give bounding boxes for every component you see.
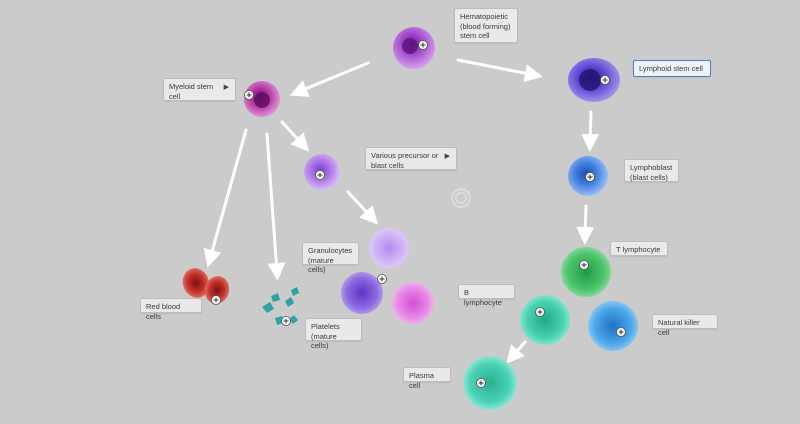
granulocyte-neutrophil[interactable] — [369, 228, 409, 268]
plus-icon-platelets — [281, 316, 291, 326]
granulocyte-basophil[interactable] — [392, 282, 434, 324]
plus-icon-natural-killer — [616, 327, 626, 337]
label-lymphoblast[interactable]: Lymphoblast (blast cells) — [624, 159, 679, 182]
arrow-hsc-to-lymphoid — [456, 58, 543, 83]
plus-markers[interactable] — [211, 40, 626, 388]
plus-icon-hsc — [418, 40, 428, 50]
plasma-cell[interactable] — [463, 356, 517, 410]
plus-icon-lymphoblast — [585, 172, 595, 182]
label-red-blood-cells[interactable]: Red blood cells — [140, 298, 202, 321]
expand-arrow-icon[interactable]: ▶ — [223, 84, 229, 91]
label-text: B lymphocyte — [464, 288, 502, 307]
label-text: Lymphoid stem cell — [639, 64, 703, 73]
arrow-hsc-to-myeloid — [289, 61, 370, 97]
label-text: Lymphoblast (blast cells) — [630, 163, 673, 182]
plus-icon-granulocytes — [377, 274, 387, 284]
arrow-lymphoid-to-lymphoblast — [581, 110, 600, 152]
hematopoietic-stem-cell[interactable] — [393, 27, 435, 69]
plus-icon-b-lymphocyte — [535, 307, 545, 317]
plus-icon-lymphoid — [600, 75, 610, 85]
natural-killer-cell[interactable] — [588, 301, 638, 351]
label-myeloid-stem-cell[interactable]: Myeloid stem cell ▶ — [163, 78, 236, 101]
arrow-myeloid-to-precursor — [280, 120, 310, 152]
label-granulocytes[interactable]: Granulocytes (mature cells) — [302, 242, 359, 274]
arrow-b-to-plasma — [506, 340, 527, 364]
watermark-logo — [451, 188, 471, 208]
myeloid-stem-cell[interactable] — [244, 81, 280, 117]
label-text: Natural killer cell — [658, 318, 700, 337]
label-text: Hematopoietic (blood forming) stem cell — [460, 12, 511, 40]
platelets-cluster[interactable] — [262, 287, 299, 325]
plus-icon-myeloid — [244, 90, 254, 100]
plus-icon-red-blood — [211, 295, 221, 305]
label-t-lymphocyte[interactable]: T lymphocyte — [610, 241, 668, 256]
label-text: Platelets (mature cells) — [311, 322, 340, 350]
t-lymphocyte-cell[interactable] — [561, 247, 611, 297]
label-lymphoid-stem-cell[interactable]: Lymphoid stem cell — [633, 60, 711, 77]
arrow-myeloid-to-platelets — [265, 132, 286, 281]
arrow-precursor-to-granulocytes — [346, 190, 379, 225]
label-text: Plasma cell — [409, 371, 435, 390]
plus-icon-precursor — [315, 170, 325, 180]
arrow-myeloid-to-rbc — [203, 128, 248, 268]
label-hematopoietic-stem-cell[interactable]: Hematopoietic (blood forming) stem cell — [454, 8, 518, 43]
label-text: Myeloid stem cell — [169, 82, 214, 101]
plus-icon-t-lymphocyte — [579, 260, 589, 270]
label-text: T lymphocyte — [616, 245, 661, 254]
label-b-lymphocyte[interactable]: B lymphocyte — [458, 284, 515, 307]
b-lymphocyte-cell[interactable] — [520, 295, 570, 345]
label-natural-killer-cell[interactable]: Natural killer cell — [652, 314, 718, 337]
granulocyte-eosinophil[interactable] — [341, 272, 383, 314]
arrow-lymphoblast-to-t — [576, 204, 595, 245]
label-text: Granulocytes (mature cells) — [308, 246, 353, 274]
label-platelets[interactable]: Platelets (mature cells) — [305, 318, 362, 350]
plus-icon-plasma — [476, 378, 486, 388]
label-text: Various precursor or blast cells — [371, 151, 439, 170]
flow-arrows — [203, 58, 600, 364]
label-plasma-cell[interactable]: Plasma cell — [403, 367, 451, 390]
expand-arrow-icon[interactable]: ▶ — [444, 153, 450, 160]
label-precursor-cells[interactable]: Various precursor or blast cells ▶ — [365, 147, 457, 170]
lymphoid-stem-cell[interactable] — [568, 58, 620, 102]
red-blood-cells[interactable] — [179, 264, 233, 306]
label-text: Red blood cells — [146, 302, 181, 321]
